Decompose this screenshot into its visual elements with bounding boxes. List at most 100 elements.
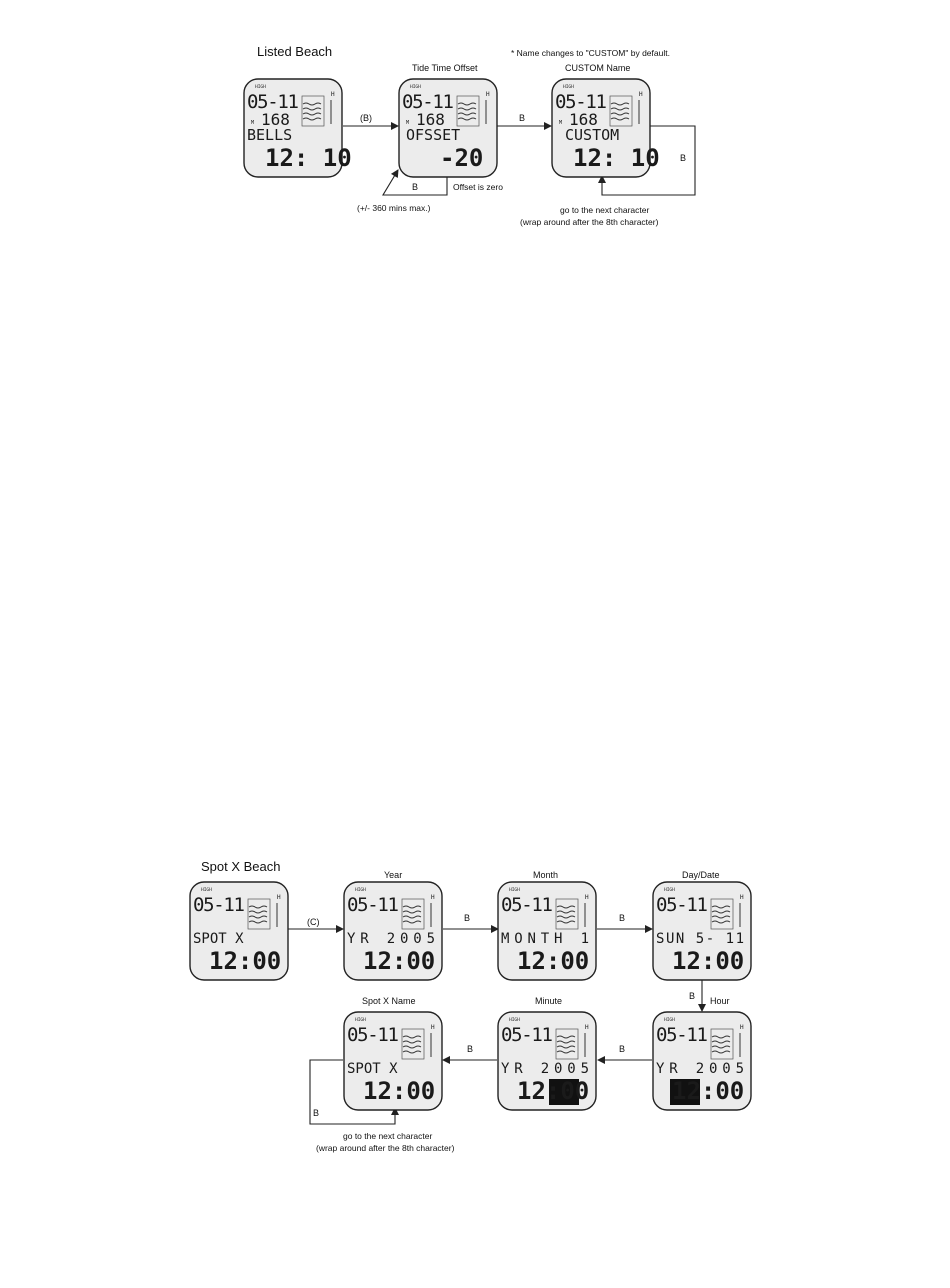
date-display: 05-11 xyxy=(347,1024,399,1046)
wrap-around-note: (wrap around after the 8th character) xyxy=(520,217,659,227)
date-display: 05-11 xyxy=(402,91,454,113)
wave-icon xyxy=(556,905,576,924)
sub-display: 168 xyxy=(569,110,598,129)
minute-label: Minute xyxy=(535,996,563,1006)
arrow-name-loop xyxy=(309,1059,399,1125)
watch-display-year: HIGH 05-11 H YR 2005 12:00 xyxy=(343,881,443,981)
spot-x-beach-title: Spot X Beach xyxy=(201,859,281,874)
big-display: 12:00 xyxy=(363,947,435,975)
arrow-label-b: B xyxy=(467,1044,474,1054)
wrap-around-note: (wrap around after the 8th character) xyxy=(316,1143,455,1153)
arrow-label-b: B xyxy=(680,153,687,163)
watch-display-day-date: HIGH 05-11 H SUN 5- 11 12:00 xyxy=(652,881,752,981)
wave-icon xyxy=(402,1035,422,1054)
date-display: 05-11 xyxy=(347,894,399,916)
month-label: Month xyxy=(533,870,559,880)
line3-display: BELLS xyxy=(247,126,292,144)
arrow-custom-loop xyxy=(598,125,696,196)
date-display: 05-11 xyxy=(501,1024,553,1046)
hour-highlight xyxy=(670,1079,700,1105)
h-marker: H xyxy=(639,91,643,98)
m-label: M xyxy=(559,120,562,126)
watch-display-spot-x: HIGH 05-11 H SPOT X 12:00 xyxy=(189,881,289,981)
watch-display-minute: HIGH 05-11 H YR 2005 12:00 xyxy=(497,1011,597,1111)
big-display: 12:00 xyxy=(672,1077,744,1105)
next-character-note: go to the next character xyxy=(560,205,650,215)
wave-icon xyxy=(402,905,422,924)
next-character-note: go to the next character xyxy=(343,1131,433,1141)
date-display: 05-11 xyxy=(656,1024,708,1046)
big-display: 12:00 xyxy=(517,947,589,975)
arrow-label-b: B xyxy=(313,1108,320,1118)
h-marker: H xyxy=(486,91,490,98)
arrow-label-b: B xyxy=(619,1044,626,1054)
m-label: M xyxy=(406,120,409,126)
high-label: HIGH xyxy=(255,84,266,90)
h-marker: H xyxy=(585,894,589,901)
arrow-label-b: B xyxy=(519,113,526,123)
sub-display: 168 xyxy=(261,110,290,129)
arrow-label-b: B xyxy=(464,913,471,923)
date-display: 05-11 xyxy=(193,894,245,916)
h-marker: H xyxy=(740,894,744,901)
listed-beach-title: Listed Beach xyxy=(257,44,333,59)
h-marker: H xyxy=(740,1024,744,1031)
high-label: HIGH xyxy=(355,887,366,893)
spot-x-name-label: Spot X Name xyxy=(362,996,416,1006)
tide-time-offset-label: Tide Time Offset xyxy=(412,63,478,73)
watch-display-month: HIGH 05-11 H MONTH 1 12:00 xyxy=(497,881,597,981)
big-display: 12: 10 xyxy=(573,144,660,172)
watch-display-hour: HIGH 05-11 H YR 2005 12:00 xyxy=(652,1011,752,1111)
date-display: 05-11 xyxy=(501,894,553,916)
h-marker: H xyxy=(431,1024,435,1031)
sub-display: 168 xyxy=(416,110,445,129)
date-display: 05-11 xyxy=(555,91,607,113)
high-label: HIGH xyxy=(410,84,421,90)
big-display: 12:00 xyxy=(517,1077,589,1105)
arrow-label-b: B xyxy=(689,991,696,1001)
high-label: HIGH xyxy=(509,887,520,893)
high-label: HIGH xyxy=(201,887,212,893)
max-offset-note: (+/- 360 mins max.) xyxy=(357,203,431,213)
big-display: 12:00 xyxy=(209,947,281,975)
h-marker: H xyxy=(277,894,281,901)
high-label: HIGH xyxy=(509,1017,520,1023)
date-display: 05-11 xyxy=(247,91,299,113)
day-date-label: Day/Date xyxy=(682,870,720,880)
line3-display: SPOT X xyxy=(193,931,244,947)
wave-icon xyxy=(711,905,731,924)
big-display: -20 xyxy=(440,144,483,172)
wave-icon xyxy=(248,905,268,924)
wave-icon xyxy=(302,102,322,121)
wave-icon xyxy=(556,1035,576,1054)
high-label: HIGH xyxy=(355,1017,366,1023)
arrow-label-b-paren: (B) xyxy=(360,113,372,123)
minute-highlight xyxy=(549,1079,579,1105)
high-label: HIGH xyxy=(664,887,675,893)
wave-icon xyxy=(610,102,630,121)
big-display: 12: 10 xyxy=(265,144,352,172)
line3-display: CUSTOM xyxy=(565,126,619,144)
line3-display: SUN 5- 11 xyxy=(656,931,744,947)
arrow-label-c-paren: (C) xyxy=(307,917,320,927)
date-display: 05-11 xyxy=(656,894,708,916)
watch-display-spot-x-name: HIGH 05-11 H SPOT X 12:00 xyxy=(343,1011,443,1111)
watch-display-custom: HIGH 05-11 H M 168 CUSTOM 12: 10 xyxy=(551,78,660,178)
watch-display-listed: HIGH 05-11 H M 168 BELLS 12: 10 xyxy=(243,78,352,178)
arrow-label-b: B xyxy=(619,913,626,923)
big-display: 12:00 xyxy=(363,1077,435,1105)
watch-display-offset: HIGH 05-11 H M 168 OFSSET -20 xyxy=(398,78,498,178)
h-marker: H xyxy=(431,894,435,901)
m-label: M xyxy=(251,120,254,126)
year-label: Year xyxy=(384,870,403,880)
high-label: HIGH xyxy=(664,1017,675,1023)
hour-label: Hour xyxy=(710,996,730,1006)
custom-default-note: * Name changes to "CUSTOM" by default. xyxy=(511,48,670,58)
big-display: 12:00 xyxy=(672,947,744,975)
line3-display: SPOT X xyxy=(347,1061,398,1077)
arrow-label-b: B xyxy=(412,182,419,192)
custom-name-label: CUSTOM Name xyxy=(565,63,631,73)
high-label: HIGH xyxy=(563,84,574,90)
wave-icon xyxy=(711,1035,731,1054)
